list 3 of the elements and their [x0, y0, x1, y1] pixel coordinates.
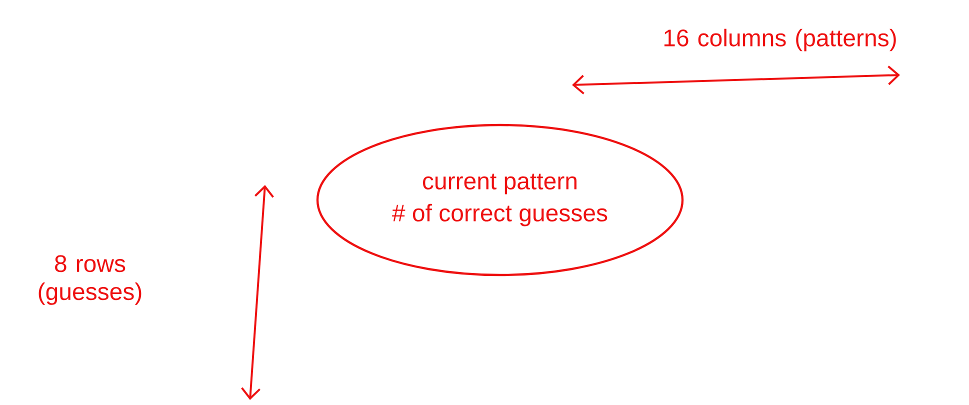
- dimension-label: 16 columns (patterns): [664, 28, 896, 52]
- dimension-label: 8 rows (guesses): [38, 255, 142, 305]
- ellipse-node: current pattern # of correct guesses: [316, 124, 684, 276]
